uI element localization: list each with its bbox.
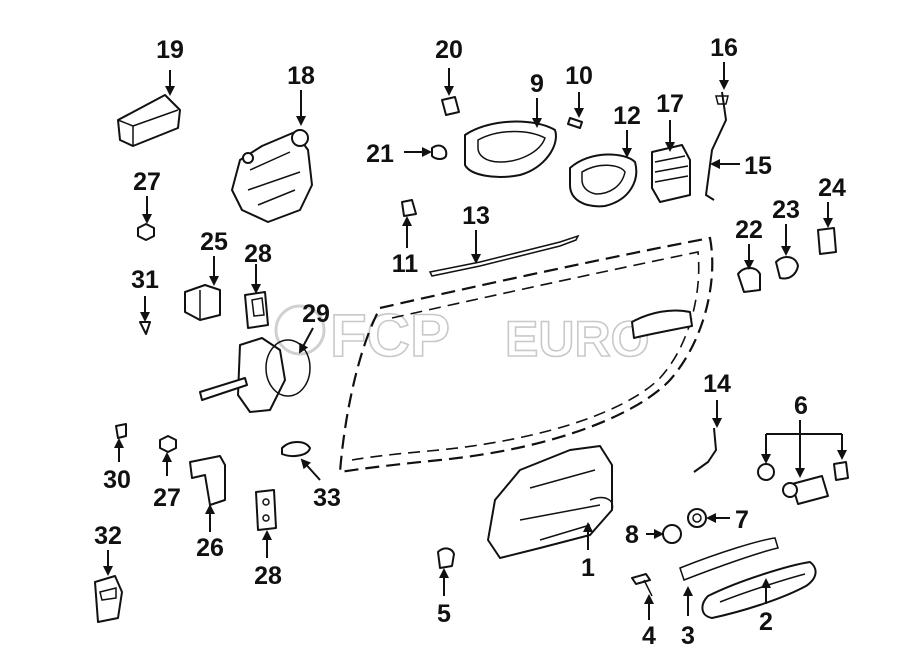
part-10 [567,117,583,129]
part-6 [757,461,849,505]
callout-32: 32 [94,522,122,550]
part-23 [775,256,799,280]
watermark-brand-fcp: FCP [330,302,450,369]
part-27-nut-bottom [159,435,177,453]
callout-6: 6 [794,392,808,420]
callout-3: 3 [681,622,695,650]
part-29 [199,337,311,413]
callout-18: 18 [287,62,315,90]
part-14 [693,427,718,473]
part-30 [115,423,127,439]
callout-27-top: 27 [133,168,161,196]
callout-17: 17 [656,90,684,118]
callout-20: 20 [435,36,463,64]
callout-29: 29 [302,300,330,328]
part-15-16-rod [704,91,729,201]
part-27-nut-top [137,223,155,241]
callout-30: 30 [103,466,131,494]
callout-8: 8 [625,521,639,549]
callout-25: 25 [200,228,228,256]
part-19 [117,94,181,147]
part-33 [281,441,311,457]
callout-31: 31 [131,266,159,294]
callout-7: 7 [735,506,749,534]
callout-14: 14 [703,370,731,398]
callout-28-bottom: 28 [254,562,282,590]
callout-10: 10 [565,62,593,90]
callout-21: 21 [366,140,394,168]
part-13 [428,234,580,277]
callout-4: 4 [642,622,656,650]
callout-15: 15 [744,152,772,180]
part-28-top [244,291,269,329]
callout-13: 13 [462,202,490,230]
part-1 [487,445,614,559]
callout-28-top: 28 [244,240,272,268]
callout-22: 22 [735,216,763,244]
part-31 [139,321,151,335]
door-outline [338,236,714,474]
callout-1: 1 [581,554,595,582]
part-11 [401,199,417,217]
watermark-brand-euro: EURO [505,311,649,367]
callout-24: 24 [818,174,846,202]
part-3 [679,537,779,581]
part-12 [569,153,638,208]
part-22 [737,267,761,293]
part-25 [184,284,221,321]
callout-16: 16 [710,34,738,62]
callout-2: 2 [759,608,773,636]
part-17 [651,144,691,203]
part-9 [464,120,557,178]
part-8 [662,524,682,544]
callout-33: 33 [313,484,341,512]
callout-27-bottom: 27 [153,484,181,512]
callout-5: 5 [437,600,451,628]
part-20 [441,96,460,116]
part-5 [437,547,455,569]
part-32 [94,575,123,623]
part-28-bottom [255,489,277,531]
callout-19: 19 [156,36,184,64]
callout-11: 11 [392,250,419,278]
part-7 [687,508,707,528]
part-24 [817,227,837,255]
callout-12: 12 [613,102,641,130]
fcp-euro-watermark: FCP EURO [274,301,650,370]
part-26 [189,455,226,506]
part-21 [431,144,448,160]
part-4 [631,573,653,597]
callout-9: 9 [530,70,544,98]
callout-26: 26 [196,534,224,562]
callout-23: 23 [772,196,800,224]
callout-labels: 19 18 20 9 10 12 17 16 15 21 11 13 27 25… [94,34,846,650]
leader-lines [103,62,847,620]
part-18 [231,129,313,223]
